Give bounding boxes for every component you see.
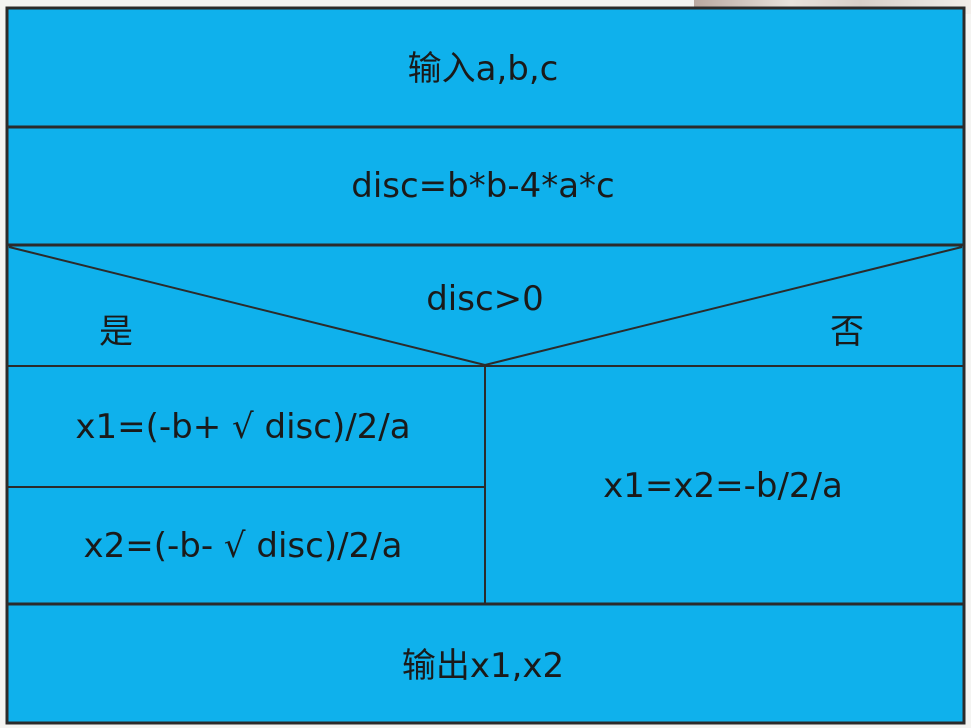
- no-branch-text: x1=x2=-b/2/a: [603, 466, 843, 506]
- no-label: 否: [830, 312, 864, 352]
- output-step-text: 输出x1,x2: [402, 646, 564, 686]
- diagram-border: [5, 6, 966, 725]
- condition-diagonal-left: [8, 246, 486, 366]
- yes-label: 是: [99, 312, 133, 352]
- yes-branch-x1-text: x1=(-b+ √ disc)/2/a: [75, 407, 410, 447]
- discriminant-step-text: disc=b*b-4*a*c: [351, 166, 615, 206]
- input-step-text: 输入a,b,c: [408, 49, 559, 89]
- yes-branch-x2-text: x2=(-b- √ disc)/2/a: [84, 526, 403, 566]
- condition-diagonal-right: [484, 246, 963, 366]
- condition-text: disc>0: [426, 279, 544, 319]
